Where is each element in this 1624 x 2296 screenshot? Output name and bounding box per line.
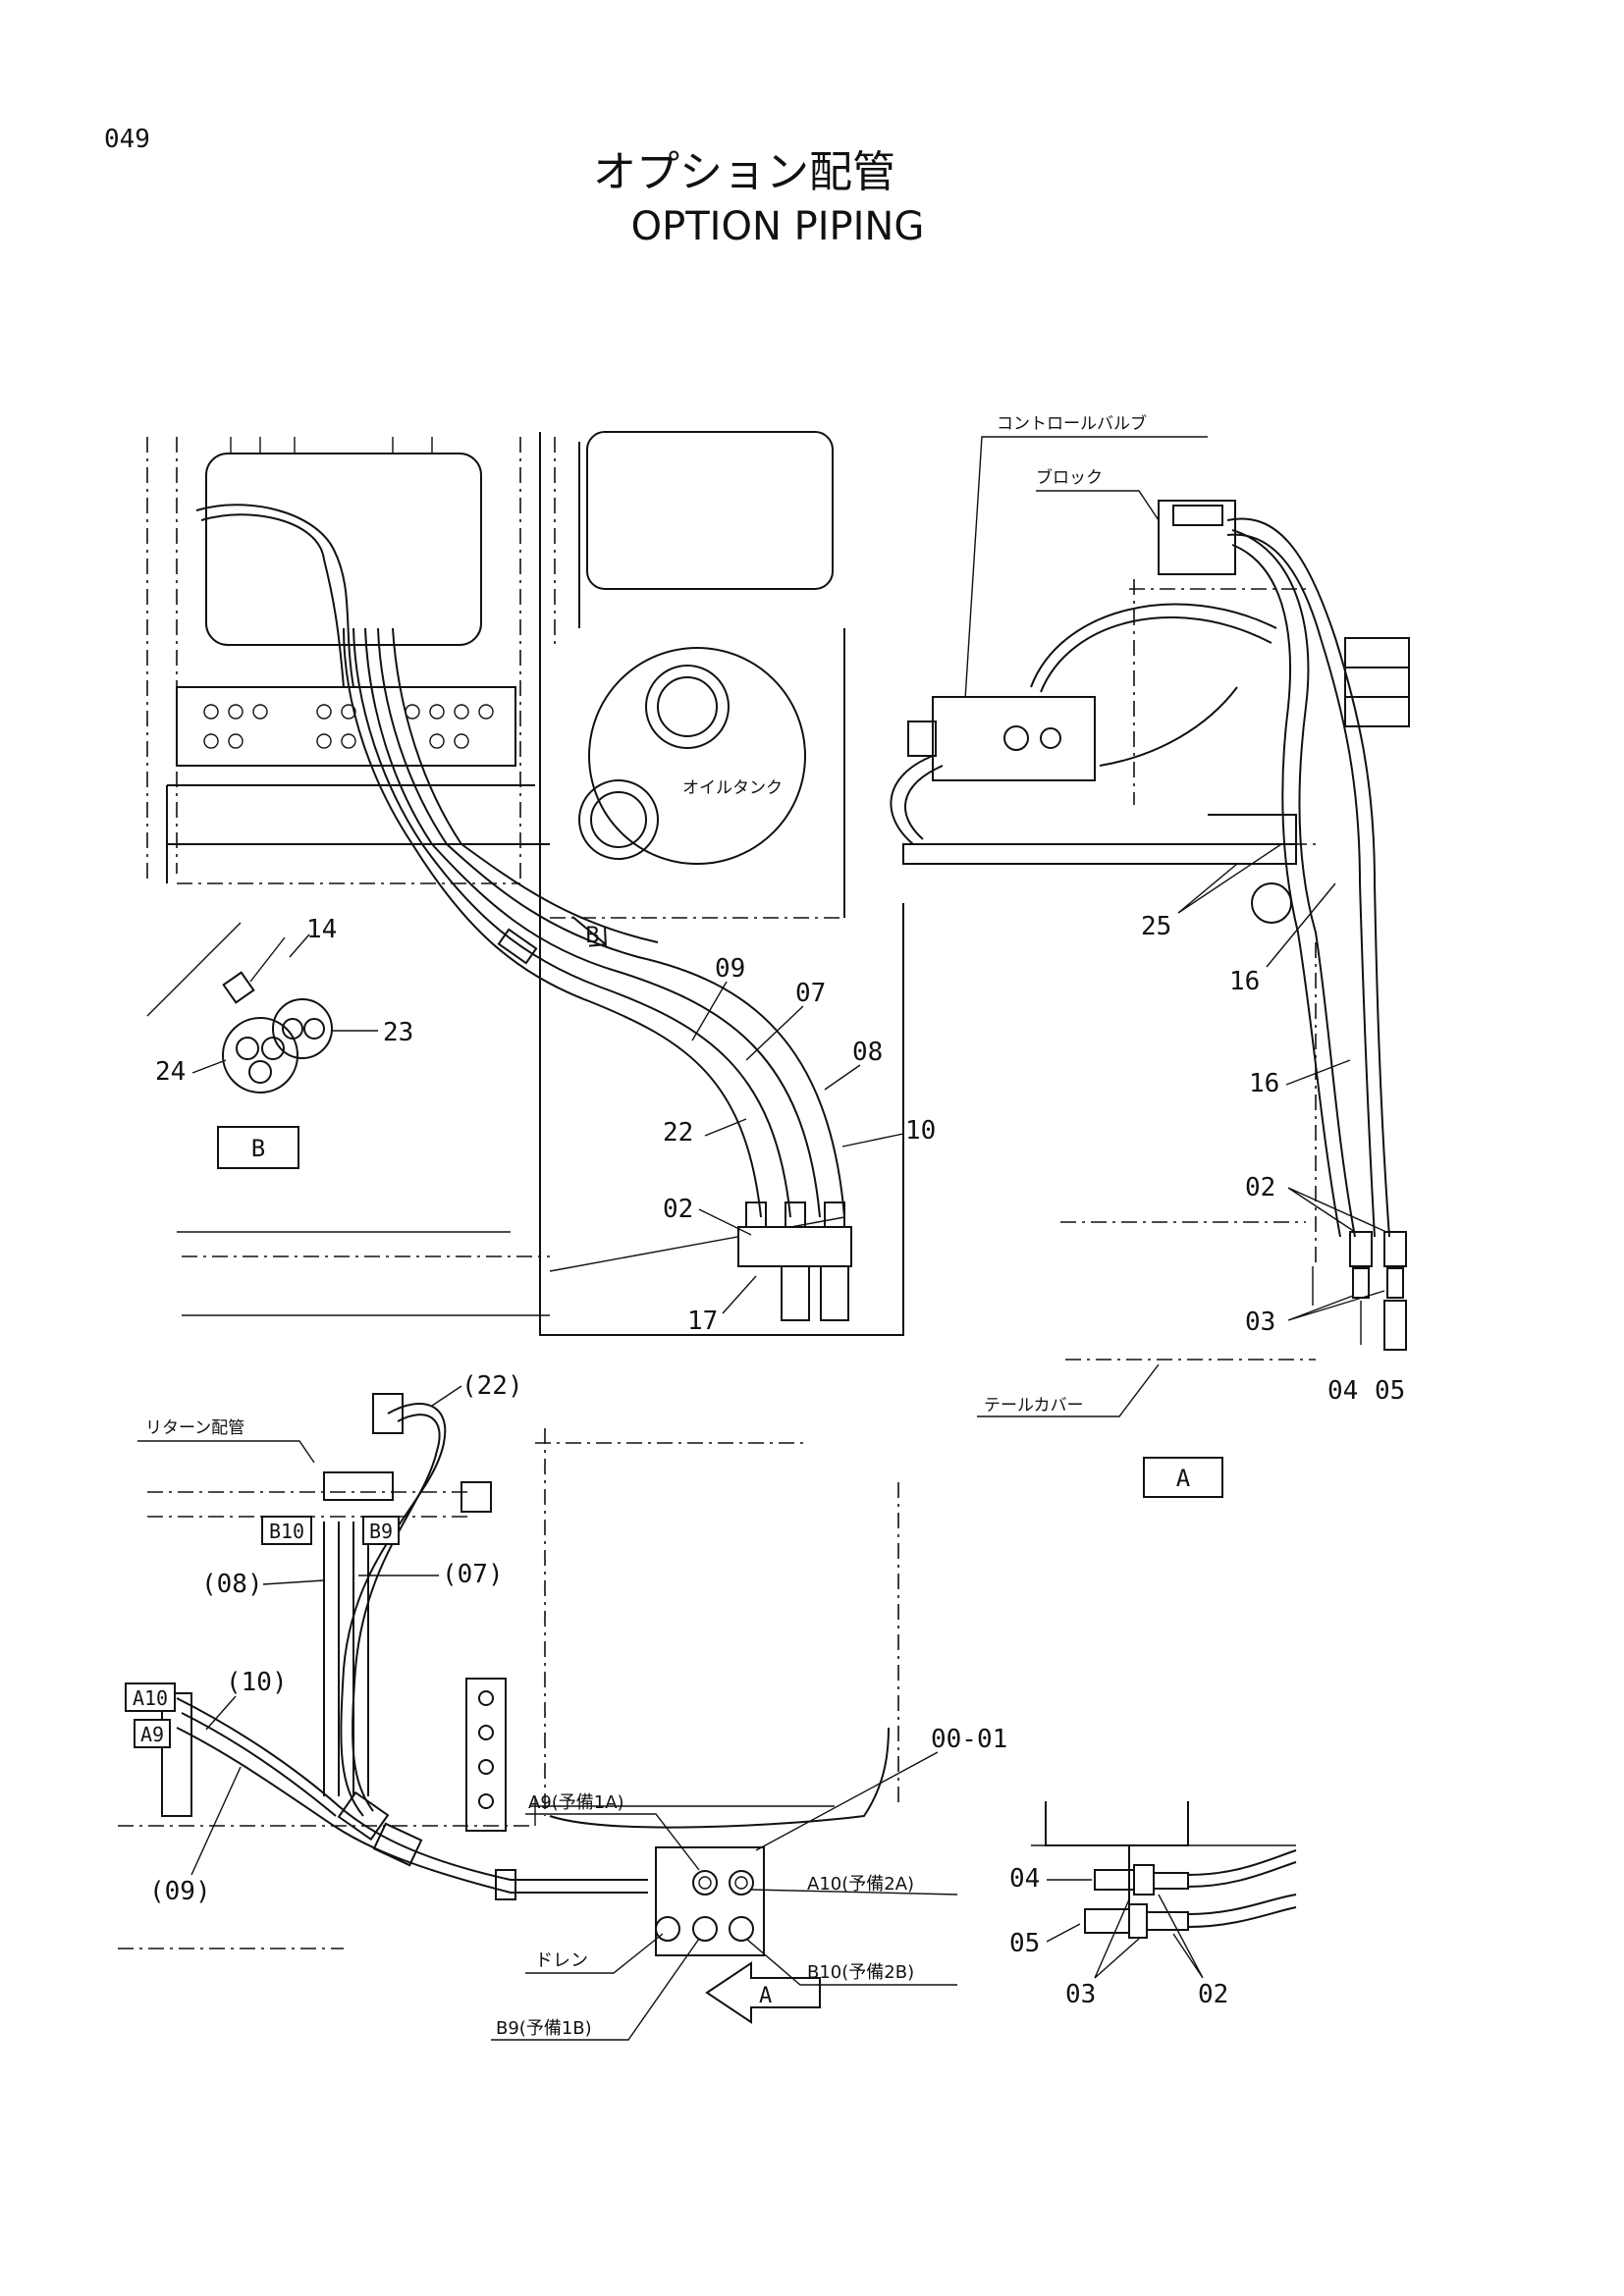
view-b-arrow-label: B (585, 924, 600, 948)
fuel-tank-outline (205, 453, 482, 646)
view-b-label: B (251, 1135, 265, 1162)
port-tag-b10 (261, 1516, 312, 1545)
control-valve (932, 696, 1096, 781)
block-label: ブロック (1036, 467, 1103, 488)
port-tag-a10 (125, 1682, 176, 1712)
detail-b-hose-section: B (146, 922, 333, 1169)
coupler-detail: 04 05 03 02 (1009, 1801, 1297, 2009)
callout-10: 10 (905, 1116, 936, 1146)
block (1158, 500, 1236, 575)
oil-tank-outline (588, 647, 806, 865)
port-a10-label: A10 (133, 1686, 168, 1710)
callout-08-paren: (08) (201, 1570, 263, 1599)
port-tag-b9 (362, 1516, 400, 1545)
port-block-00-01 (655, 1846, 765, 1956)
callout-07: 07 (795, 979, 826, 1008)
callout-22: 22 (663, 1118, 693, 1148)
view-a-label: A (1176, 1465, 1191, 1492)
filter-element (1344, 637, 1410, 727)
callout-03-top-right: 03 (1245, 1308, 1275, 1337)
port-b9-label: B9 (369, 1520, 393, 1543)
control-valve-bank (176, 686, 516, 767)
bottom-left-view: リターン配管 B10 B9 A10 A9 (118, 1393, 899, 2024)
callout-05-top-right: 05 (1375, 1376, 1405, 1406)
port-tag-a9 (134, 1719, 171, 1748)
top-right-view: コントロールバルブ ブロック (890, 413, 1410, 1361)
top-right-callouts: 25 16 16 02 03 04 05 テールカバー A (977, 843, 1405, 1498)
callout-22-paren: (22) (461, 1371, 523, 1401)
view-b-box (217, 1126, 299, 1169)
callout-07-paren: (07) (442, 1560, 504, 1589)
callout-04-top-right: 04 (1327, 1376, 1358, 1406)
oil-tank-label: オイルタンク (682, 778, 783, 798)
view-a-box (1143, 1457, 1223, 1498)
callout-17: 17 (687, 1307, 718, 1336)
port-b10-spare-label: B10(予備2B) (807, 1962, 914, 1983)
drain-label: ドレン (535, 1950, 588, 1971)
control-valve-label: コントロールバルブ (997, 413, 1147, 434)
title-english: OPTION PIPING (631, 204, 925, 249)
port-b10-label: B10 (269, 1520, 304, 1543)
port-a9-label: A9 (140, 1723, 164, 1746)
return-piping-label: リターン配管 (145, 1418, 244, 1438)
callout-25: 25 (1141, 912, 1171, 941)
title-japanese: オプション配管 (593, 147, 895, 197)
callout-16-lower: 16 (1249, 1069, 1279, 1098)
callout-23: 23 (383, 1018, 413, 1047)
port-b9-spare-label: B9(予備1B) (496, 2018, 592, 2039)
outlet-block-17 (737, 1226, 852, 1267)
callout-09-paren: (09) (149, 1877, 211, 1906)
view-a-arrow-label: A (759, 1984, 772, 2008)
callout-16-upper: 16 (1229, 967, 1260, 996)
callout-02-top-left: 02 (663, 1195, 693, 1224)
cab-outline (586, 431, 834, 590)
callout-02-top-right: 02 (1245, 1173, 1275, 1202)
port-a10-spare-label: A10(予備2A) (807, 1874, 914, 1895)
view-a-arrow (705, 1961, 821, 2024)
top-left-callouts: 14 23 24 09 07 08 22 10 02 17 (155, 915, 936, 1336)
callout-05-detail: 05 (1009, 1929, 1040, 1958)
callout-10-paren: (10) (226, 1668, 288, 1697)
bottom-left-callouts: (22) (08) (07) (10) (09) 00-01 A9(予備1A) … (149, 1371, 1007, 2041)
callout-00-01: 00-01 (931, 1725, 1007, 1754)
callout-04-detail: 04 (1009, 1864, 1040, 1894)
top-left-view: オイルタンク B (146, 431, 904, 1336)
callout-08: 08 (852, 1038, 883, 1067)
page-number: 049 (104, 125, 150, 154)
callout-03-detail: 03 (1065, 1980, 1096, 2009)
tail-cover-label: テールカバー (984, 1396, 1084, 1415)
callout-14: 14 (306, 915, 337, 944)
callout-09: 09 (715, 954, 745, 984)
callout-24: 24 (155, 1057, 186, 1087)
callout-02-detail: 02 (1198, 1980, 1228, 2009)
port-a9-spare-label: A9(予備1A) (528, 1792, 624, 1813)
